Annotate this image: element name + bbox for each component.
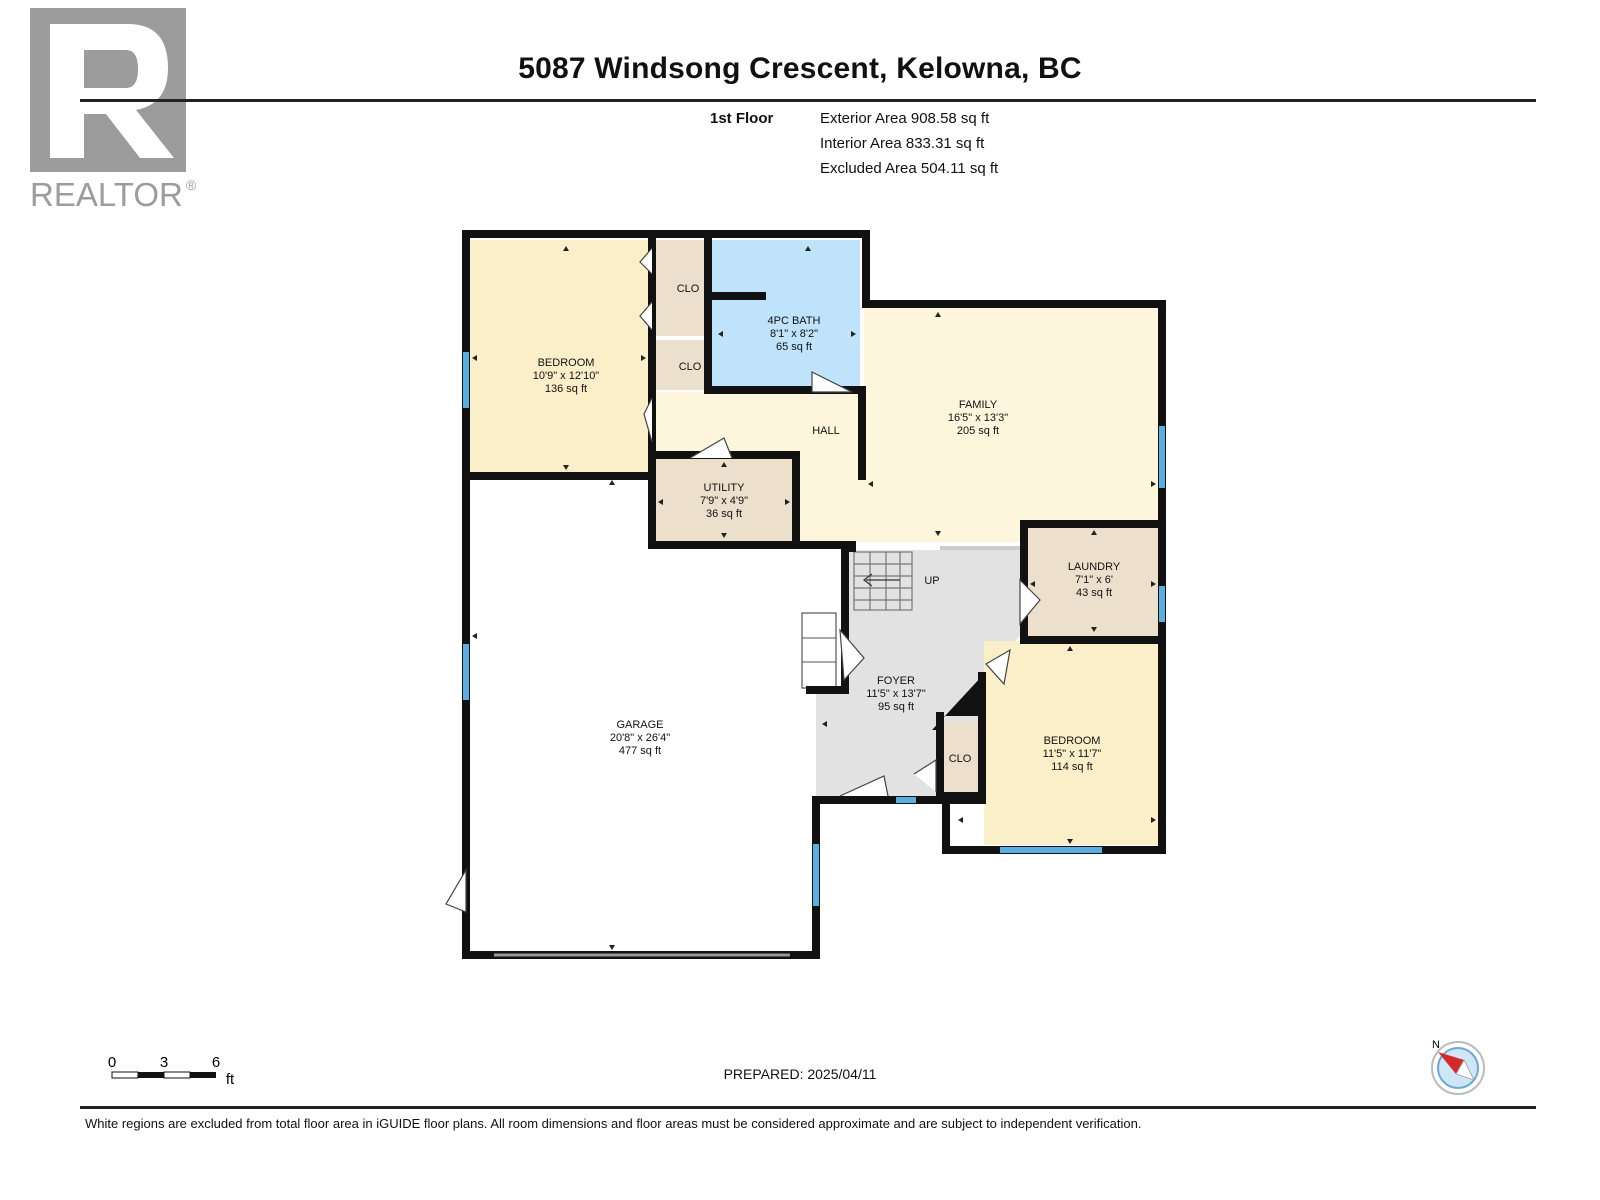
bedroom-2-name: BEDROOM	[1044, 735, 1101, 747]
foyer-area: 95 sq ft	[878, 701, 914, 713]
family-dims: 16'5" x 13'3"	[948, 412, 1008, 424]
utility-area: 36 sq ft	[706, 508, 742, 520]
scale-tick-0: 0	[108, 1054, 116, 1071]
bath-dims: 8'1" x 8'2"	[770, 328, 818, 340]
interior-area: Interior Area 833.31 sq ft	[820, 135, 985, 152]
floor-label: 1st Floor	[710, 110, 774, 127]
exterior-area: Exterior Area 908.58 sq ft	[820, 110, 990, 127]
bedroom-2-dims: 11'5" x 11'7"	[1043, 748, 1102, 760]
column	[932, 676, 982, 730]
closet-1-fill	[654, 240, 708, 336]
disclaimer-text: White regions are excluded from total fl…	[85, 1116, 1142, 1131]
hall-name: HALL	[812, 425, 840, 437]
staircase	[853, 551, 913, 611]
closet-1-name: CLO	[677, 283, 700, 295]
doors	[445, 247, 1041, 913]
utility-fill	[653, 457, 793, 542]
walls	[462, 230, 1166, 959]
family-area: 205 sq ft	[957, 425, 999, 437]
footer-divider	[80, 1106, 1536, 1109]
laundry-fill	[1028, 528, 1160, 636]
foyer-dims: 11'5" x 13'7"	[866, 688, 926, 700]
realtor-logo: REALTOR ®	[30, 8, 197, 213]
logo-registered-mark: ®	[186, 177, 197, 193]
family-hall-fill	[652, 306, 1164, 542]
bedroom-2-area: 114 sq ft	[1051, 761, 1092, 773]
windows	[463, 352, 1165, 906]
bedroom-1-dims: 10'9" x 12'10"	[533, 370, 600, 382]
bedroom-1-fill	[466, 240, 652, 476]
bedroom-1-area: 136 sq ft	[545, 383, 587, 395]
scale-tick-3: 3	[160, 1054, 168, 1071]
closet-2-name: CLO	[679, 361, 702, 373]
closet-3-name: CLO	[949, 753, 972, 765]
garage-dims: 20'8" x 26'4"	[610, 732, 670, 744]
garage-name: GARAGE	[616, 719, 663, 731]
stairs-up-label: UP	[924, 575, 939, 587]
family-name: FAMILY	[959, 399, 998, 411]
garage-steps	[801, 612, 837, 689]
scale-tick-6: 6	[212, 1054, 220, 1071]
header-divider	[80, 99, 1536, 102]
garage-area: 477 sq ft	[619, 745, 661, 757]
dimension-markers	[472, 246, 1156, 950]
bath-fill	[712, 240, 860, 390]
laundry-area: 43 sq ft	[1076, 587, 1112, 599]
utility-dims: 7'9" x 4'9"	[700, 495, 748, 507]
excluded-area: Excluded Area 504.11 sq ft	[820, 160, 999, 177]
scale-bar: 0 3 6 ft	[108, 1054, 235, 1088]
bedroom-2-fill	[984, 641, 1160, 845]
laundry-dims: 7'1" x 6'	[1075, 574, 1113, 586]
utility-name: UTILITY	[704, 482, 746, 494]
closet-3-fill	[942, 722, 980, 792]
closet-2-fill	[654, 340, 704, 390]
page-title: 5087 Windsong Crescent, Kelowna, BC	[518, 52, 1082, 85]
foyer-name: FOYER	[877, 675, 915, 687]
compass-icon: N	[1431, 1039, 1485, 1095]
bedroom-1-name: BEDROOM	[538, 357, 595, 369]
bath-area: 65 sq ft	[776, 341, 812, 353]
prepared-date: PREPARED: 2025/04/11	[723, 1066, 877, 1082]
logo-wordmark: REALTOR	[30, 176, 183, 213]
compass-north: N	[1432, 1039, 1440, 1051]
scale-unit: ft	[226, 1071, 235, 1088]
bath-name: 4PC BATH	[768, 315, 821, 327]
laundry-name: LAUNDRY	[1068, 561, 1121, 573]
